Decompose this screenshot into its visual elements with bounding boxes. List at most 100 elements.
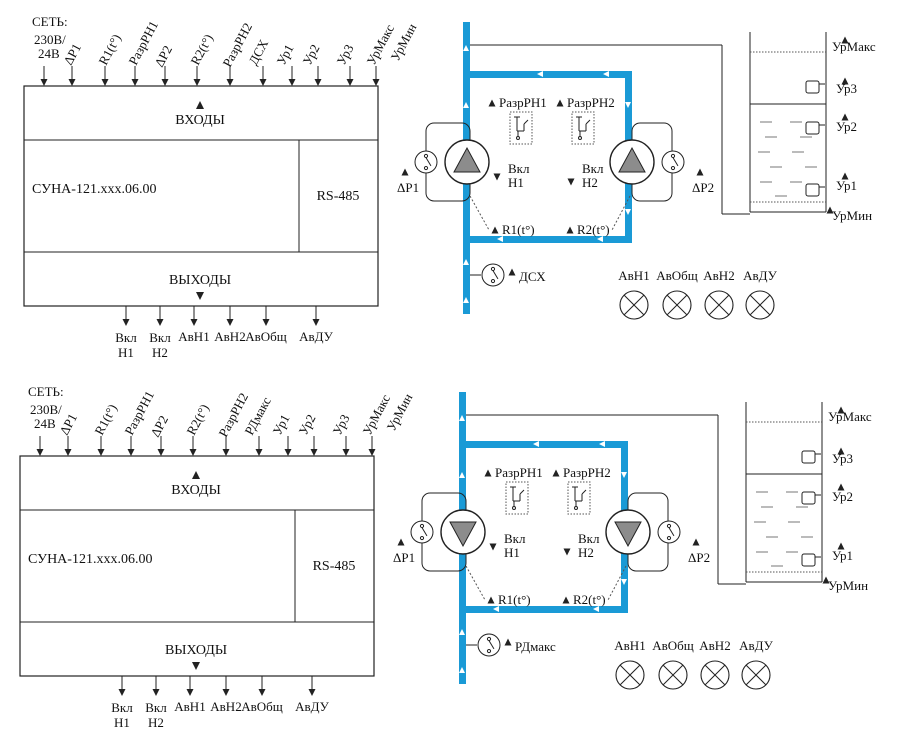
- permit-wire: [581, 489, 587, 495]
- r2-marker-icon: [562, 596, 570, 604]
- output-label: АвОбщ: [245, 329, 287, 344]
- label-line: Вкл: [145, 700, 167, 715]
- flow-arrow-icon: [463, 102, 469, 108]
- input-arrow-icon: [284, 449, 292, 456]
- level-marker-icon: [837, 483, 845, 491]
- input-label: R2(t°): [187, 32, 216, 68]
- r2-marker-icon: [566, 226, 574, 234]
- output-arrow-icon: [262, 319, 270, 326]
- float-body: [805, 121, 820, 135]
- r1-marker-icon: [487, 596, 495, 604]
- permit-contact: [574, 506, 578, 510]
- label-line: Н1: [508, 175, 524, 190]
- lamp-cross: [704, 664, 726, 686]
- input-label: УрМакс: [363, 22, 397, 68]
- label-line: Н2: [578, 545, 594, 560]
- pipe-top: [469, 71, 632, 78]
- alarm-lamp-icon: [700, 660, 730, 690]
- label-line: Вкл: [504, 531, 526, 546]
- dp2-marker-icon: [696, 168, 704, 176]
- dp1-label: ΔР1: [397, 180, 419, 195]
- permit-contact: [516, 136, 520, 140]
- switch-lever: [672, 157, 679, 167]
- output-arrow-icon: [186, 689, 194, 696]
- switch-contact: [670, 165, 676, 171]
- output-arrow-icon: [156, 319, 164, 326]
- bottom-sensor-label: РДмакс: [515, 639, 556, 654]
- razr2-label: РазрРН2: [563, 465, 611, 480]
- pump2-marker-icon: [567, 178, 575, 186]
- flow-arrow-icon: [463, 45, 469, 51]
- level-label: Ур1: [832, 548, 853, 563]
- flow-arrow-icon: [463, 297, 469, 303]
- permit-contact: [512, 506, 516, 510]
- lamp-label: АвДУ: [743, 268, 778, 283]
- float-switch-icon: [805, 183, 825, 197]
- switch-contact: [419, 535, 425, 541]
- label-line: Вкл: [149, 330, 171, 345]
- lamp-label: АвН2: [703, 268, 734, 283]
- input-arrow-icon: [127, 449, 135, 456]
- flow-arrow-icon: [599, 441, 605, 447]
- input-label: Ур3: [333, 42, 356, 68]
- outputs-block-label: ВЫХОДЫ: [169, 273, 231, 288]
- rs485-label: RS-485: [313, 559, 356, 574]
- razr1-label: РазрРН1: [495, 465, 543, 480]
- switch-contact: [423, 165, 429, 171]
- permit-frame: [505, 481, 529, 515]
- level-marker-icon: [822, 576, 830, 584]
- pump1-icon: [440, 509, 486, 555]
- pump2-marker-icon: [563, 548, 571, 556]
- lamp-cross: [666, 294, 688, 316]
- r2-lead: [611, 195, 631, 231]
- level-label: Ур2: [836, 119, 857, 134]
- lamp-label: АвН1: [614, 638, 645, 653]
- pump-impeller: [614, 521, 642, 548]
- flow-arrow-icon: [621, 472, 627, 478]
- pipe-bottom: [465, 606, 628, 613]
- output-label: АвОбщ: [241, 699, 283, 714]
- switch-contact: [670, 153, 676, 159]
- inputs-block-label: ВХОДЫ: [175, 113, 225, 128]
- switch-contact: [419, 523, 425, 529]
- input-arrow-icon: [314, 79, 322, 86]
- input-arrow-icon: [161, 79, 169, 86]
- label-line: Н1: [118, 345, 134, 360]
- output-label: АвДУ: [295, 699, 330, 714]
- input-arrow-icon: [368, 449, 376, 456]
- supply-label: СЕТЬ:: [32, 14, 68, 29]
- level-marker-icon: [841, 172, 849, 180]
- bottom-sensor-icon: [477, 633, 501, 657]
- switch-circle: [657, 520, 681, 544]
- lamp-label: АвН2: [699, 638, 730, 653]
- r2-label: R2(t°): [573, 592, 606, 607]
- float-body: [805, 183, 820, 197]
- label-line: Вкл: [111, 700, 133, 715]
- razr2-label: РазрРН2: [567, 95, 615, 110]
- output-arrow-icon: [226, 319, 234, 326]
- label-line: Н2: [152, 345, 168, 360]
- permit-contact: [578, 136, 582, 140]
- switch-lever: [492, 270, 499, 280]
- switch-contact: [490, 278, 496, 284]
- level-marker-icon: [826, 206, 834, 214]
- input-label: ДСХ: [245, 36, 271, 67]
- flow-arrow-icon: [497, 236, 503, 242]
- level-label: Ур3: [832, 451, 853, 466]
- permit-wire: [523, 119, 529, 125]
- permit-frame: [567, 481, 591, 515]
- output-arrow-icon: [152, 689, 160, 696]
- dp2-marker-icon: [692, 538, 700, 546]
- tank: [749, 32, 827, 213]
- flow-arrow-icon: [537, 71, 543, 77]
- bottom-sensor-marker-icon: [504, 638, 512, 646]
- output-arrow-icon: [258, 689, 266, 696]
- switch-circle: [481, 263, 505, 287]
- flow-arrow-icon: [463, 259, 469, 265]
- pump2-icon: [609, 139, 655, 185]
- input-label: R1(t°): [91, 402, 120, 438]
- outputs-arrow-icon: [196, 292, 204, 300]
